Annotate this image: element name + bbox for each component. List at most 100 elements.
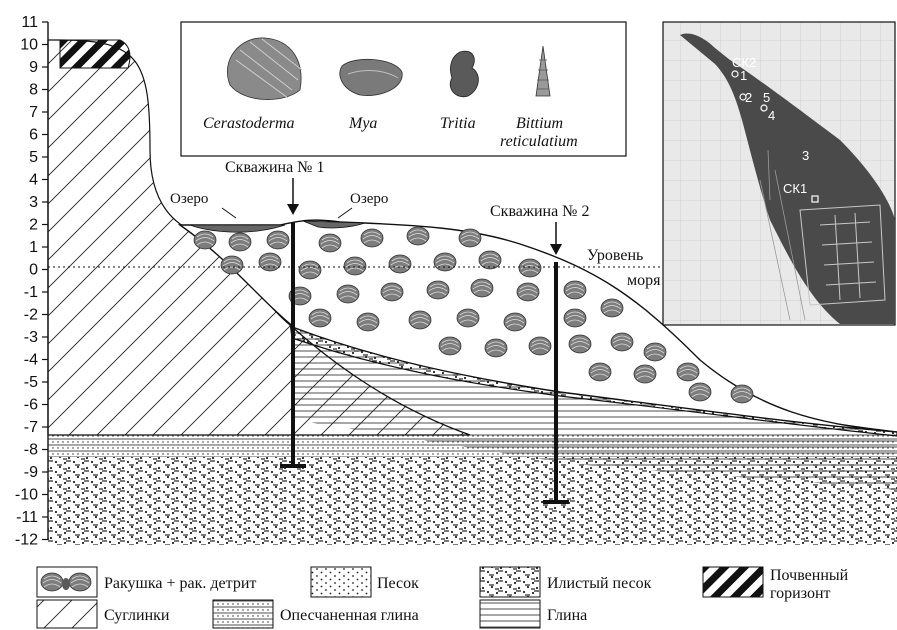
legend-sand-label: Песок <box>377 575 419 592</box>
axis-tick-label: -9 <box>24 464 38 481</box>
axis-tick-label: -3 <box>24 329 38 346</box>
shell-symbol <box>517 283 539 301</box>
lake-left-label: Озеро <box>170 191 208 207</box>
legend-loam-swatch <box>37 600 97 628</box>
axis-tick-label: -1 <box>24 284 38 301</box>
species-inset: Cerastoderma Mya Tritia Bittium reticula… <box>181 22 626 156</box>
mya-label: Mya <box>348 115 377 132</box>
shell-symbol <box>529 337 551 355</box>
sea-level-label-line1: Уровень <box>587 247 643 264</box>
axis-tick-label: 1 <box>29 239 38 256</box>
axis-tick-label: -7 <box>24 419 38 436</box>
map-p5: 5 <box>763 90 770 105</box>
axis-tick-label: -11 <box>16 509 38 526</box>
shell-symbol <box>407 227 429 245</box>
shell-symbol <box>267 231 289 249</box>
shell-symbol <box>361 229 383 247</box>
shell-symbol <box>479 251 501 269</box>
axis-tick-label: 7 <box>29 104 38 121</box>
shell-symbol <box>569 335 591 353</box>
legend-silty-sand-swatch <box>480 567 540 597</box>
legend-clay-swatch <box>480 600 540 628</box>
bittium-label-line1: Bittium <box>516 115 563 132</box>
map-p3: 3 <box>802 148 809 163</box>
legend-sand-swatch <box>311 567 371 597</box>
depth-axis: 11109876543210-1-2-3-4-5-6-7-8-9-10-11-1… <box>15 14 48 549</box>
shell-symbol <box>337 285 359 303</box>
soil-horizon <box>60 40 130 68</box>
map-p1: 1 <box>740 68 747 83</box>
lake-left-arrow <box>222 208 236 218</box>
shell-symbol <box>564 309 586 327</box>
shell-symbol <box>589 363 611 381</box>
shell-symbol <box>731 385 753 403</box>
shell-symbol <box>689 383 711 401</box>
shell-symbol <box>634 365 656 383</box>
legend-soil-label-line2: горизонт <box>770 585 831 602</box>
shell-symbol <box>221 256 243 274</box>
legend-sandy-clay-label: Опесчаненная глина <box>280 607 419 624</box>
shell-symbol <box>309 309 331 327</box>
axis-tick-label: 6 <box>29 127 38 144</box>
axis-tick-label: 9 <box>29 59 38 76</box>
shell-symbol <box>564 281 586 299</box>
bittium-label-line2: reticulatium <box>500 133 578 150</box>
legend: Ракушка + рак. детрит Песок Илистый песо… <box>37 567 849 628</box>
axis-tick-label: 11 <box>21 14 38 31</box>
shell-symbol <box>229 233 251 251</box>
axis-tick-label: -12 <box>15 532 38 549</box>
axis-tick-label: 8 <box>29 82 38 99</box>
axis-tick-label: -4 <box>24 352 38 369</box>
shell-symbol <box>389 255 411 273</box>
lake-right-label: Озеро <box>350 191 388 207</box>
shell-symbol <box>439 337 461 355</box>
sea-level-label-line2: моря <box>627 272 661 289</box>
axis-tick-label: 0 <box>29 262 38 279</box>
tritia-image <box>450 51 478 97</box>
shell-symbol <box>434 253 456 271</box>
legend-soil-label-line1: Почвенный <box>770 567 849 584</box>
shell-symbol <box>299 261 321 279</box>
legend-sandy-clay-swatch <box>213 600 273 628</box>
shell-symbol <box>194 231 216 249</box>
shell-symbol <box>381 283 403 301</box>
legend-silty-sand-label: Илистый песок <box>547 575 652 592</box>
axis-tick-label: -6 <box>24 397 38 414</box>
shell-symbol <box>601 299 623 317</box>
tritia-label: Tritia <box>440 115 476 132</box>
shell-symbol <box>259 253 281 271</box>
shell-symbol <box>457 309 479 327</box>
shell-symbol <box>319 234 341 252</box>
axis-tick-label: 4 <box>29 172 38 189</box>
shell-symbol <box>611 333 633 351</box>
shell-symbol <box>644 343 666 361</box>
shell-symbol <box>344 257 366 275</box>
lake-right-arrow <box>338 208 352 218</box>
legend-clay-label: Глина <box>547 607 587 624</box>
cerastoderma-label: Cerastoderma <box>203 115 295 132</box>
axis-tick-label: -10 <box>15 487 38 504</box>
legend-shell-swatch <box>37 567 97 597</box>
shell-symbol <box>677 363 699 381</box>
axis-tick-label: 3 <box>29 194 38 211</box>
map-sk1: СК1 <box>783 181 807 196</box>
axis-tick-label: 5 <box>29 149 38 166</box>
map-p2: 2 <box>745 90 752 105</box>
shell-symbol <box>485 339 507 357</box>
axis-tick-label: -2 <box>24 307 38 324</box>
legend-loam-label: Суглинки <box>104 607 170 624</box>
axis-tick-label: 2 <box>29 217 38 234</box>
borehole-2-label: Скважина № 2 <box>490 203 589 220</box>
shell-symbol <box>409 311 431 329</box>
location-map-inset: СК2 1 2 5 4 3 СК1 <box>663 22 895 325</box>
borehole-1-label: Скважина № 1 <box>225 159 324 176</box>
shell-symbol <box>519 259 541 277</box>
axis-tick-label: -5 <box>24 374 38 391</box>
shell-symbol <box>471 279 493 297</box>
axis-tick-label: -8 <box>24 442 38 459</box>
shell-symbol <box>459 229 481 247</box>
shell-symbol <box>427 281 449 299</box>
shell-symbol <box>357 313 379 331</box>
map-p4: 4 <box>768 108 775 123</box>
